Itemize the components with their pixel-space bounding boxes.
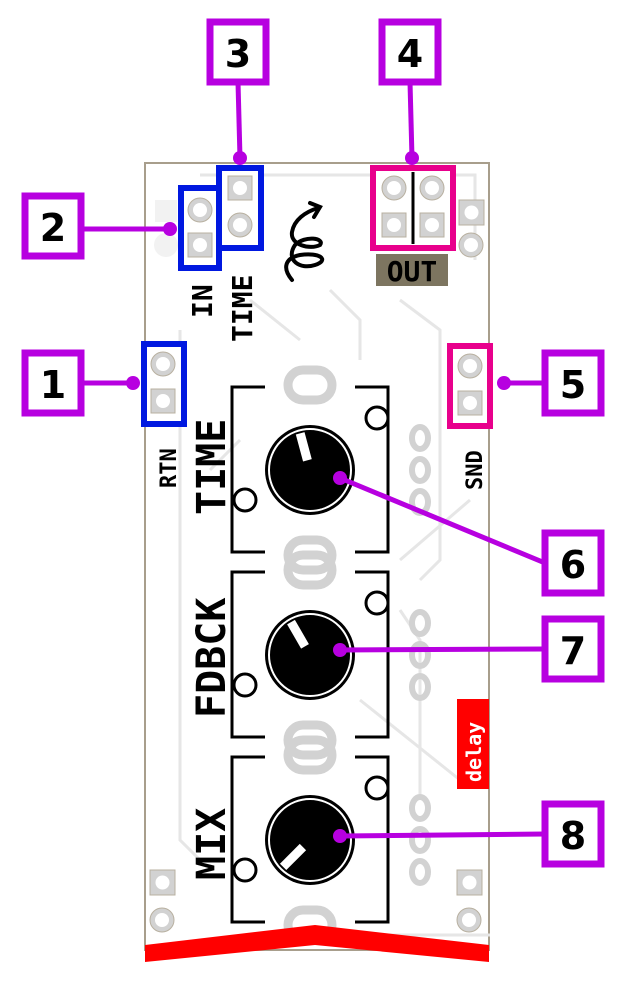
- knob-mix-label: MIX: [189, 808, 235, 880]
- knob-fdbck[interactable]: [230, 550, 431, 760]
- knob-indicator: [279, 843, 307, 871]
- mount-hole: [232, 857, 258, 883]
- callout-dot: [405, 151, 419, 165]
- callout-number: 3: [225, 32, 251, 76]
- callout-dot: [333, 471, 347, 485]
- callout-1: 1: [21, 349, 140, 417]
- callout-number: 6: [560, 543, 586, 587]
- callout-number: 1: [40, 363, 66, 407]
- callout-box: [541, 529, 605, 597]
- callout-dot: [497, 376, 511, 390]
- mount-hole: [232, 487, 258, 513]
- snd-jack-header: [447, 343, 493, 429]
- pot-pad: [283, 720, 337, 760]
- faint-pads: [154, 200, 178, 257]
- callout-dot: [333, 829, 347, 843]
- callout-box: [378, 18, 442, 86]
- out-label: OUT: [387, 255, 438, 288]
- callout-6: 6: [333, 471, 605, 597]
- knob-fdbck-label: FDBCK: [189, 598, 235, 718]
- delay-badge: [457, 699, 489, 789]
- callout-box: [21, 192, 85, 260]
- pot-pad: [283, 735, 337, 775]
- callout-dot: [163, 222, 177, 236]
- knob-ring: [268, 798, 352, 882]
- callout-dot: [126, 376, 140, 390]
- callout-box: [21, 349, 85, 417]
- callout-2: 2: [21, 192, 177, 260]
- callout-box: [541, 615, 605, 683]
- out-label-background: [376, 254, 448, 286]
- knob-ring: [268, 613, 352, 697]
- rtn-label: RTN: [157, 448, 182, 488]
- callout-dot: [333, 643, 347, 657]
- pot-outline: [230, 385, 390, 554]
- callout-leader-line: [235, 81, 243, 159]
- knob-body: [265, 425, 355, 515]
- pot-pin-pad: [409, 456, 431, 484]
- callout-layer: 1 2 3 4 5 6 7 8: [21, 18, 605, 868]
- callout-dot: [233, 151, 247, 165]
- pot-pin-pad: [409, 609, 431, 637]
- edge-pads-bottom: [149, 869, 483, 933]
- pot-pin-pad: [409, 826, 431, 854]
- callout-box: [206, 18, 270, 86]
- pot-outline: [230, 755, 390, 924]
- callout-8: 8: [333, 800, 605, 868]
- callout-number: 2: [40, 206, 66, 250]
- spiral-arrow-icon: [284, 201, 325, 282]
- mount-hole: [364, 405, 390, 431]
- callout-leader-line: [407, 81, 415, 159]
- callout-leader-line: [339, 831, 546, 839]
- mount-hole: [232, 672, 258, 698]
- edge-pads-top-right: [458, 199, 485, 258]
- snd-label: SND: [463, 450, 488, 490]
- bottom-red-edge: [145, 925, 489, 962]
- callout-number: 4: [397, 32, 423, 76]
- knob-indicator: [287, 619, 309, 649]
- pot-pin-pad: [409, 673, 431, 701]
- time-cv-jack-header: [216, 165, 264, 251]
- knob-indicator: [295, 432, 312, 462]
- rtn-jack-header: [141, 341, 187, 427]
- pot-pin-pad: [409, 794, 431, 822]
- knob-body: [265, 610, 355, 700]
- callout-box: [541, 800, 605, 868]
- in-jack-header: [178, 185, 222, 271]
- callout-number: 5: [560, 363, 586, 407]
- callout-leader-line: [339, 475, 546, 566]
- knob-mix[interactable]: [230, 735, 431, 945]
- out-stereo-header: [370, 165, 456, 251]
- callout-5: 5: [497, 349, 605, 417]
- callout-4: 4: [378, 18, 442, 165]
- knob-time[interactable]: [230, 365, 431, 575]
- pot-pin-pad: [409, 424, 431, 452]
- callout-3: 3: [206, 18, 270, 165]
- mount-hole: [364, 590, 390, 616]
- callout-7: 7: [333, 615, 605, 683]
- callout-number: 7: [560, 629, 586, 673]
- knob-group: [230, 365, 431, 945]
- pot-pad: [283, 365, 337, 405]
- time-cv-label: TIME: [226, 275, 259, 342]
- callout-leader-line: [339, 646, 546, 653]
- pot-pin-pad: [409, 641, 431, 669]
- pot-pad: [283, 535, 337, 575]
- pot-pad: [283, 550, 337, 590]
- delay-badge-label: delay: [462, 722, 486, 782]
- callout-box: [541, 349, 605, 417]
- callout-number: 8: [560, 814, 586, 858]
- in-label: IN: [186, 284, 219, 318]
- knob-time-label: TIME: [189, 419, 235, 515]
- pot-pin-pad: [409, 858, 431, 886]
- pot-outline: [230, 570, 390, 739]
- mount-hole: [364, 775, 390, 801]
- knob-ring: [268, 428, 352, 512]
